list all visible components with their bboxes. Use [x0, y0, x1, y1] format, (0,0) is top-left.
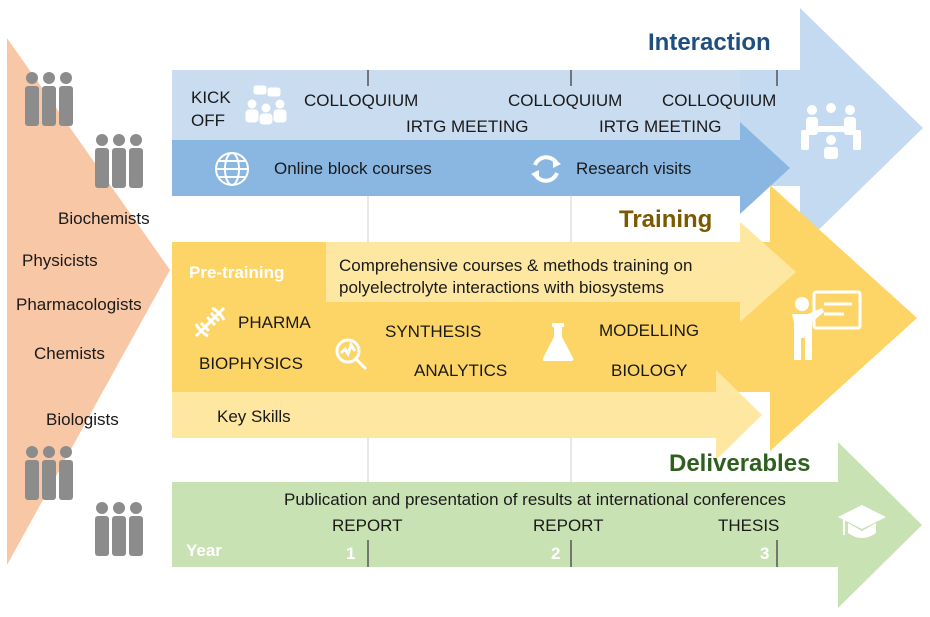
- irtg-meeting-label: IRTG MEETING: [406, 117, 529, 136]
- discipline-label: Chemists: [34, 344, 105, 363]
- discipline-label: Pharmacologists: [16, 295, 142, 314]
- year-number: 2: [551, 544, 561, 563]
- kick-off-label: KICK: [191, 88, 231, 107]
- colloquium-label: COLLOQUIUM: [508, 91, 623, 110]
- discipline-label: Biologists: [46, 410, 119, 429]
- meeting-icon: [245, 85, 287, 125]
- analytics-label: ANALYTICS: [414, 361, 508, 380]
- biology-label: BIOLOGY: [611, 361, 688, 380]
- courses-label: polyelectrolyte interactions with biosys…: [339, 278, 665, 297]
- discipline-label: Biochemists: [58, 209, 150, 228]
- synthesis-label: SYNTHESIS: [385, 322, 482, 341]
- courses-label: Comprehensive courses & methods training…: [339, 256, 693, 275]
- flask-icon: [542, 323, 574, 361]
- report-label: REPORT: [332, 516, 403, 535]
- discipline-label: Physicists: [22, 251, 98, 270]
- modelling-label: MODELLING: [599, 321, 700, 340]
- deliverables-title: Deliverables: [669, 450, 811, 477]
- colloquium-label: COLLOQUIUM: [662, 91, 777, 110]
- dna-icon: [194, 306, 226, 338]
- kick-off-label: OFF: [191, 111, 225, 130]
- teacher-icon: [792, 290, 862, 360]
- refresh-icon: [531, 155, 561, 183]
- people-icon: [25, 446, 73, 500]
- disciplines-funnel: [7, 38, 170, 565]
- thesis-label: THESIS: [718, 516, 780, 535]
- meeting-icon: [801, 103, 861, 159]
- year-label: Year: [186, 541, 222, 560]
- research-visits-label: Research visits: [576, 159, 692, 178]
- key-skills-label: Key Skills: [217, 407, 291, 426]
- people-icon: [95, 502, 143, 556]
- graduation-cap-icon: [838, 505, 886, 538]
- irtg-meeting-label: IRTG MEETING: [599, 117, 722, 136]
- report-label: REPORT: [533, 516, 604, 535]
- online-courses-arrow: [172, 122, 790, 214]
- year-number: 3: [760, 544, 770, 563]
- publication-label: Publication and presentation of results …: [284, 490, 786, 509]
- deliverables-arrow: [172, 442, 922, 608]
- training-title: Training: [619, 206, 713, 233]
- people-icon: [25, 72, 73, 126]
- online-courses-label: Online block courses: [274, 159, 432, 178]
- courses-arrow: [326, 222, 796, 322]
- analysis-icon: [335, 338, 368, 371]
- pretraining-label: Pre-training: [189, 263, 285, 282]
- people-icon: [95, 134, 143, 188]
- year-number: 1: [346, 544, 356, 563]
- interaction-title: Interaction: [648, 29, 771, 56]
- pharma-label: PHARMA: [238, 313, 311, 332]
- colloquium-label: COLLOQUIUM: [304, 91, 419, 110]
- biophysics-label: BIOPHYSICS: [199, 354, 303, 373]
- key-skills-arrow: [172, 370, 762, 460]
- globe-icon: [215, 152, 249, 186]
